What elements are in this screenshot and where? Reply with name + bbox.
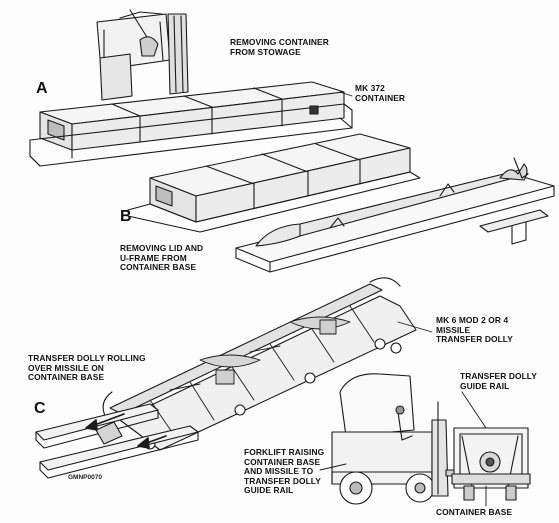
label-removing-lid: REMOVING LID AND U-FRAME FROM CONTAINER … <box>120 243 204 273</box>
guide-rail-endview <box>451 427 531 501</box>
label-transfer-rolling: TRANSFER DOLLY ROLLING OVER MISSILE ON C… <box>28 353 146 383</box>
label-guide-rail: TRANSFER DOLLY GUIDE RAIL <box>460 371 537 391</box>
panel-letter-a: A <box>36 80 48 97</box>
mk372-container-b <box>127 133 421 233</box>
panel-letter-c: C <box>34 400 46 417</box>
stowage-forklift <box>96 9 189 101</box>
label-mk372-container: MK 372 CONTAINER <box>355 83 406 103</box>
missile-on-base <box>235 157 555 273</box>
leader-lines <box>319 91 487 507</box>
label-removing-container: REMOVING CONTAINER FROM STOWAGE <box>230 37 329 57</box>
label-forklift-raising: FORKLIFT RAISING CONTAINER BASE AND MISS… <box>244 447 325 496</box>
figure-code: GMNP0070 <box>68 474 102 481</box>
panel-letter-b: B <box>120 208 132 225</box>
direction-arrows <box>85 413 167 449</box>
label-mk6-dolly: MK 6 MOD 2 OR 4 MISSILE TRANSFER DOLLY <box>436 315 513 345</box>
mk372-container-a <box>29 81 353 167</box>
label-container-base: CONTAINER BASE <box>436 507 513 517</box>
lifting-forklift <box>331 373 461 505</box>
